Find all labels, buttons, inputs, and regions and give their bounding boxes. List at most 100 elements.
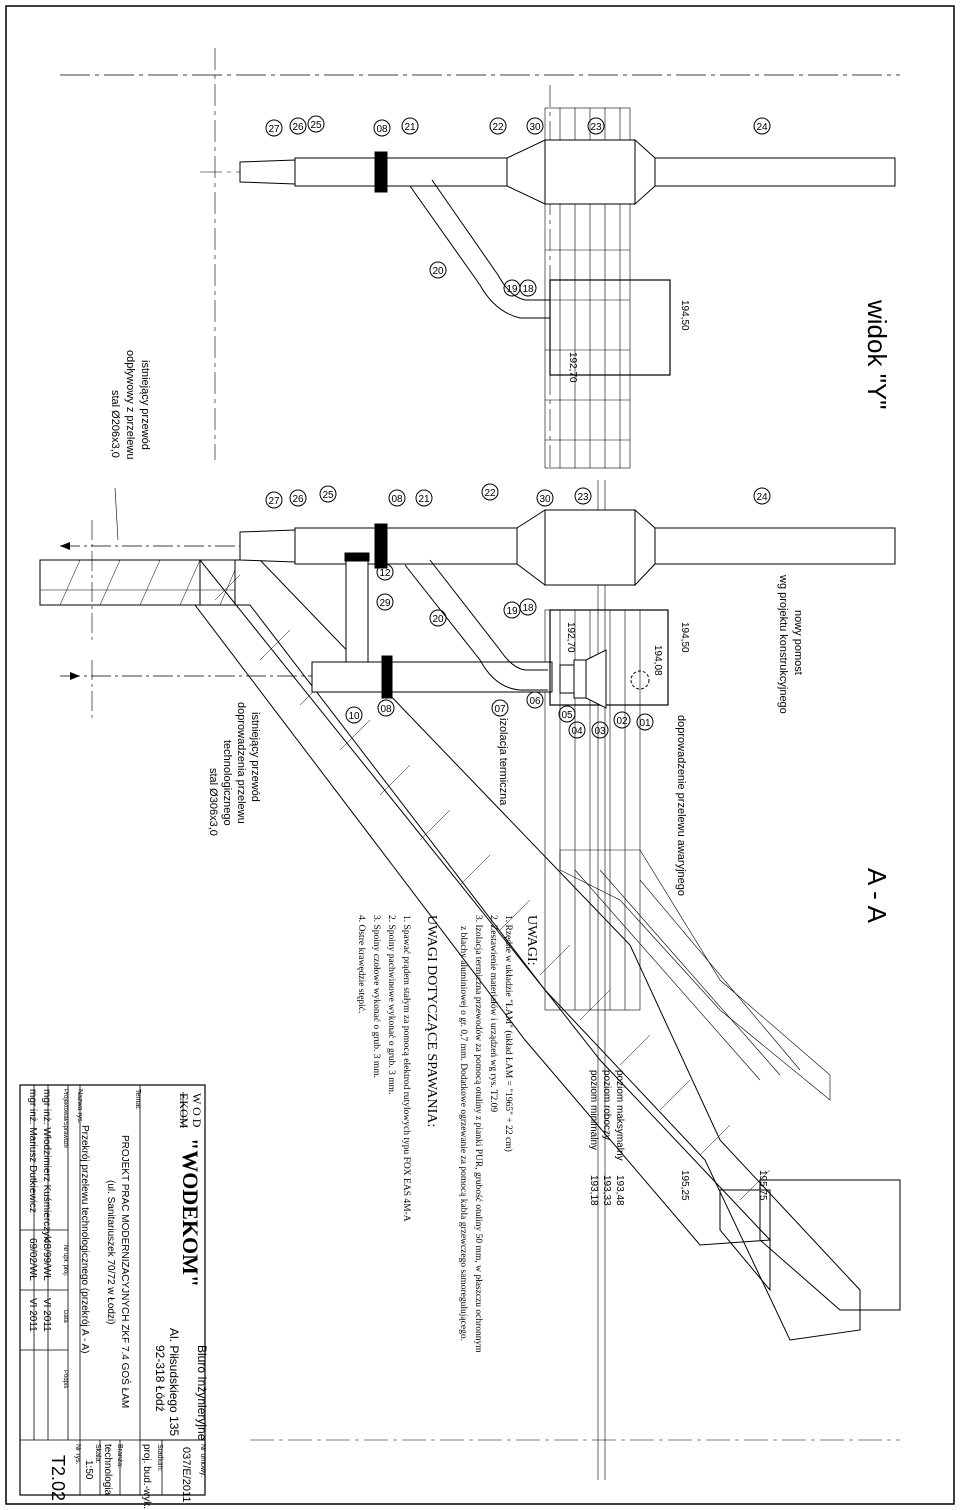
svg-text:22: 22 bbox=[492, 122, 504, 133]
svg-text:25: 25 bbox=[310, 120, 322, 131]
svg-text:Branża:: Branża: bbox=[116, 1444, 123, 1468]
svg-text:22: 22 bbox=[484, 488, 496, 499]
checker-date: VI 2011 bbox=[27, 1298, 38, 1332]
svg-text:08: 08 bbox=[376, 124, 388, 135]
svg-text:194,08: 194,08 bbox=[652, 645, 663, 676]
welding-2: 2. Spoiny pachwinowe wykonać o grub. 3 m… bbox=[386, 915, 396, 1094]
svg-text:Nr umowy:: Nr umowy: bbox=[199, 1444, 206, 1478]
svg-text:19: 19 bbox=[506, 284, 518, 295]
svg-text:08: 08 bbox=[380, 704, 392, 715]
svg-text:30: 30 bbox=[529, 122, 541, 133]
svg-text:odpływowy z przelewu: odpływowy z przelewu bbox=[124, 350, 136, 459]
notes: UWAGI: 1. Rzędne w układzie "ŁAM" (układ… bbox=[356, 915, 539, 1353]
svg-text:194,50: 194,50 bbox=[679, 622, 690, 653]
svg-text:poziom roboczy: poziom roboczy bbox=[601, 1070, 612, 1140]
topic-line-1: PROJEKT PRAC MODERNIZACYJNYCH ZKF 7.4 GO… bbox=[119, 1135, 132, 1408]
sheet-border bbox=[5, 5, 955, 1505]
company-name: "WODEKOM" bbox=[178, 1138, 203, 1287]
view-y-title: widok "Y" bbox=[862, 299, 892, 410]
svg-text:24: 24 bbox=[756, 492, 768, 503]
svg-text:Stadium:: Stadium: bbox=[156, 1444, 163, 1472]
svg-text:21: 21 bbox=[418, 494, 430, 505]
branch-value: technologia bbox=[102, 1444, 113, 1496]
svg-text:192,70: 192,70 bbox=[567, 352, 578, 383]
checker-license: 69/02/WŁ bbox=[27, 1238, 38, 1281]
svg-text:02: 02 bbox=[616, 716, 628, 727]
company-logo: W O D EKOM bbox=[177, 1092, 204, 1129]
svg-text:18: 18 bbox=[522, 284, 534, 295]
svg-text:doprowadzenia przelewu: doprowadzenia przelewu bbox=[235, 702, 247, 824]
svg-text:technologicznego: technologicznego bbox=[221, 740, 233, 826]
designer-license: 48/99/WŁ bbox=[41, 1238, 52, 1281]
svg-text:195,75: 195,75 bbox=[757, 1170, 768, 1201]
svg-text:20: 20 bbox=[432, 266, 444, 277]
svg-text:21: 21 bbox=[404, 122, 416, 133]
address-line-2: 92-318 Łódź bbox=[153, 1345, 167, 1412]
svg-text:08: 08 bbox=[391, 494, 403, 505]
svg-text:poziom maksymalny: poziom maksymalny bbox=[614, 1070, 625, 1161]
svg-text:Temat:: Temat: bbox=[134, 1089, 141, 1110]
svg-text:24: 24 bbox=[756, 122, 768, 133]
upper-view: 27 26 25 08 21 22 30 23 24 20 19 18 192,… bbox=[60, 48, 900, 541]
designer-name: mgr inż. Włodzimierz Kuśmierczyk bbox=[41, 1089, 52, 1242]
svg-text:27: 27 bbox=[268, 124, 280, 135]
address-line-1: Al. Piłsudskiego 135 bbox=[167, 1328, 181, 1436]
svg-text:26: 26 bbox=[292, 494, 304, 505]
stage-value: proj. bud.-wyk. bbox=[141, 1444, 152, 1509]
svg-text:18: 18 bbox=[522, 603, 534, 614]
contract-number: 037/E/2011 bbox=[180, 1447, 192, 1502]
scale-value: 1:50 bbox=[83, 1460, 94, 1480]
svg-text:29: 29 bbox=[379, 598, 391, 609]
svg-text:06: 06 bbox=[529, 696, 541, 707]
svg-text:30: 30 bbox=[539, 494, 551, 505]
svg-text:04: 04 bbox=[571, 726, 583, 737]
svg-text:Podpis: Podpis bbox=[62, 1370, 68, 1388]
water-levels: poziom maksymalny 193,48 poziom roboczy … bbox=[588, 1070, 625, 1206]
svg-text:27: 27 bbox=[268, 496, 280, 507]
checker-name: mgr inż. Mariusz Dutkiewicz bbox=[27, 1089, 38, 1213]
svg-text:05: 05 bbox=[561, 710, 573, 721]
section-title: A - A bbox=[862, 868, 892, 924]
welding-4: 4. Ostre krawędzie stępić. bbox=[356, 915, 366, 1013]
welding-title: UWAGI DOTYCZĄCE SPAWANIA: bbox=[424, 915, 439, 1127]
svg-text:doprowadzenie przelewu awaryjn: doprowadzenie przelewu awaryjnego bbox=[675, 715, 687, 896]
notes-title: UWAGI: bbox=[524, 915, 539, 966]
note-3-cont: z blachy aluminiowej o gr. 0,7 mm. Dodat… bbox=[458, 926, 468, 1341]
section-a-a: 27 26 25 08 21 22 30 23 24 12 29 20 19 1… bbox=[39, 480, 901, 1480]
svg-text:193,18: 193,18 bbox=[588, 1175, 599, 1206]
svg-text:Data: Data bbox=[62, 1310, 68, 1323]
svg-text:wg projektu konstrukcyjnego: wg projektu konstrukcyjnego bbox=[777, 574, 789, 714]
svg-text:Nazwa rys.: Nazwa rys. bbox=[76, 1089, 83, 1124]
svg-text:19: 19 bbox=[506, 606, 518, 617]
note-1: 1. Rzędne w układzie "ŁAM" (układ ŁAM = … bbox=[503, 915, 514, 1152]
svg-text:Nr rys.: Nr rys. bbox=[74, 1444, 81, 1465]
svg-text:istniejący przewód: istniejący przewód bbox=[249, 712, 261, 802]
svg-text:nowy pomost: nowy pomost bbox=[792, 610, 804, 675]
svg-text:195,25: 195,25 bbox=[679, 1170, 690, 1201]
svg-text:stal Ø206x3,0: stal Ø206x3,0 bbox=[109, 390, 121, 458]
welding-1: 1. Spawać prądem stałym za pomocą elektr… bbox=[401, 915, 411, 1222]
svg-text:20: 20 bbox=[432, 614, 444, 625]
svg-text:193,48: 193,48 bbox=[614, 1175, 625, 1206]
svg-text:26: 26 bbox=[292, 122, 304, 133]
svg-text:194,50: 194,50 bbox=[679, 300, 690, 331]
svg-text:poziom minimalny: poziom minimalny bbox=[588, 1070, 599, 1150]
svg-text:193,33: 193,33 bbox=[601, 1175, 612, 1206]
svg-text:izolacja termiczna: izolacja termiczna bbox=[497, 718, 509, 806]
svg-text:10: 10 bbox=[348, 711, 360, 722]
note-2: 2. Zestawienie materiałów i urządzeń wg … bbox=[488, 915, 498, 1112]
svg-text:03: 03 bbox=[594, 726, 606, 737]
note-3: 3. Izolacja termiczna przewodów za pomoc… bbox=[473, 915, 483, 1353]
topic-line-2: (ul. Sanitariuszek 70/72 w Łodzi) bbox=[105, 1180, 116, 1325]
svg-text:192,70: 192,70 bbox=[565, 622, 576, 653]
drawing-number: T2.02 bbox=[48, 1455, 68, 1501]
designer-date: VI 2011 bbox=[41, 1298, 52, 1332]
svg-text:23: 23 bbox=[590, 122, 602, 133]
title-block: W O D EKOM "WODEKOM" Biuro Inżynieryjne … bbox=[19, 1084, 209, 1509]
svg-text:Nr upr. proj.: Nr upr. proj. bbox=[62, 1245, 68, 1277]
svg-text:01: 01 bbox=[639, 718, 651, 729]
svg-text:Skala:: Skala: bbox=[94, 1444, 101, 1464]
welding-3: 3. Spoiny czołowe wykonać o grub. 3 mm. bbox=[371, 915, 381, 1078]
svg-text:Projektował/Sprawdził: Projektował/Sprawdził bbox=[62, 1089, 68, 1148]
